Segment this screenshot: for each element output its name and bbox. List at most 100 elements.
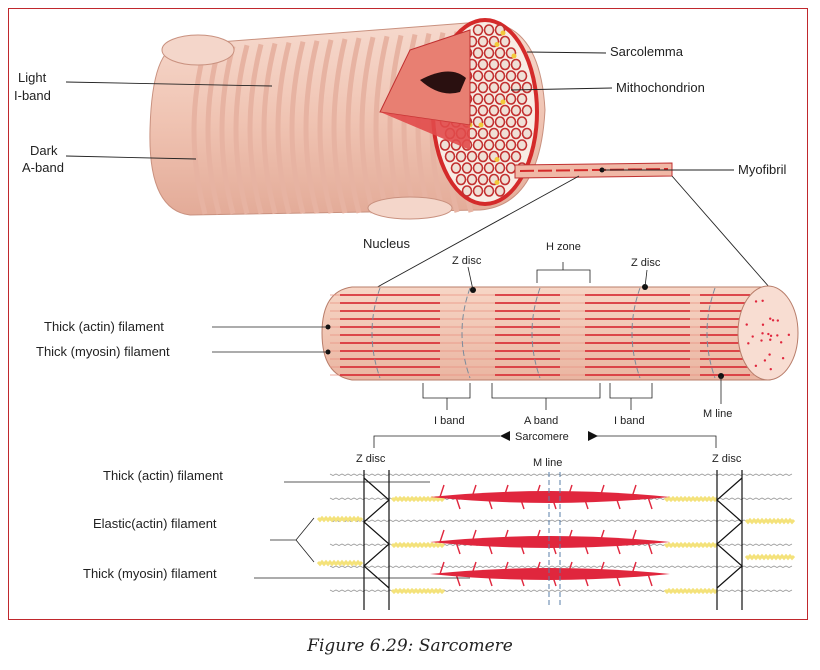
label-bottom-zdisc-left: Z disc [356, 453, 386, 465]
myofibril-cell [450, 162, 462, 174]
myosin-head [583, 541, 589, 555]
end-face-dot [747, 342, 750, 345]
zoom-line-right [671, 175, 771, 289]
label-i-band-right: I band [614, 415, 645, 427]
elastic-leader-fork [270, 517, 315, 563]
elastic-filament-samples [316, 515, 796, 567]
titin-filament [329, 473, 793, 476]
myofibril-cell [499, 81, 511, 94]
end-face-dot [776, 319, 780, 322]
myofibril-cell [510, 81, 522, 94]
myosin-head [439, 561, 445, 575]
mitochondrion-dot [494, 42, 500, 47]
myosin-head [583, 496, 589, 510]
myofibril-cell [472, 47, 484, 59]
myofibril-cell [483, 185, 495, 197]
myosin-head [551, 573, 557, 587]
myosin-head [439, 484, 445, 498]
sarcomere-span-left [373, 435, 500, 448]
myofibril-cell [510, 150, 522, 163]
myofibril-cell [505, 70, 517, 82]
myosin-head [487, 496, 493, 510]
label-mitochondrion: Mithochondrion [616, 80, 705, 95]
myofibril-cell [516, 116, 528, 128]
striation-band [331, 38, 348, 214]
myofibril-cell [499, 58, 511, 71]
sarcomere-arrow-left [500, 431, 510, 441]
myosin-head [647, 573, 653, 587]
myosin-head [535, 529, 541, 543]
myofibril-cell [483, 139, 495, 151]
end-face-dot [761, 332, 764, 335]
mitochondrion-dot [500, 30, 506, 36]
end-face-dot [760, 339, 763, 342]
figure-frame [8, 8, 808, 620]
leader-zdisc-l [467, 266, 474, 291]
striation-band [289, 41, 306, 214]
end-face-dot [761, 323, 765, 326]
myosin-head [567, 484, 573, 498]
label-aband: A-band [22, 160, 64, 175]
myofibril-band [519, 168, 669, 172]
myofibril-cell [472, 24, 484, 36]
myofibril-cell [510, 127, 522, 140]
muscle-fiber-bulge-bottom [367, 196, 453, 220]
myofibril-cell [455, 150, 467, 163]
myofibril-cell [521, 81, 533, 94]
myosin-head [535, 484, 541, 498]
elastic-sample [316, 559, 364, 567]
myosin-filament [430, 568, 670, 580]
myosin-head [519, 496, 525, 510]
label-bottom-m-line: M line [533, 457, 562, 469]
actin-filament-left [390, 495, 446, 503]
label-h-zone: H zone [546, 241, 581, 253]
myosin-head [567, 529, 573, 543]
label-nucleus: Nucleus [363, 236, 410, 251]
end-face-dot [763, 359, 767, 362]
myosin-head [647, 541, 653, 555]
myofibril-cell [499, 127, 511, 140]
myofibril-cell [505, 139, 517, 151]
z-disc-left-zigzag [363, 477, 390, 589]
myosin-head [551, 541, 557, 555]
h-zone-bracket [536, 262, 591, 283]
striation-band [261, 42, 278, 215]
label-mid-zdisc-right: Z disc [631, 257, 661, 269]
leader-zdisc-r [644, 269, 648, 288]
myofibril-cell [488, 58, 500, 71]
myosin-head [503, 484, 509, 498]
myofibril-cell [516, 70, 528, 82]
mitochondrion-dot [478, 122, 484, 128]
myofibril-cell [499, 150, 511, 163]
myosin-head [439, 529, 445, 543]
leader-mitochondrion [510, 87, 613, 91]
myofibril-cell [488, 104, 500, 117]
end-face-dot [754, 300, 758, 303]
m-line-curve [706, 287, 716, 379]
myosin-head [519, 541, 525, 555]
striation-band [247, 43, 264, 215]
filament-rows [329, 473, 793, 595]
striation-band [387, 34, 404, 214]
leader-iband [65, 81, 273, 87]
myofibril-cell [505, 162, 517, 174]
end-face-dot [769, 317, 772, 320]
end-face-dot [754, 364, 758, 368]
myofibril-cell [499, 104, 511, 117]
striation-band [303, 40, 320, 214]
mitochondrion-dot [494, 157, 500, 162]
myosin-head [519, 573, 525, 587]
myosin-head [583, 573, 589, 587]
myofibril-cell [472, 93, 484, 105]
myosin-head [455, 541, 461, 555]
label-bottom-elastic: Elastic(actin) filament [93, 516, 217, 531]
myofibril-cell [521, 127, 533, 140]
myofibril-cell [494, 70, 506, 82]
mitochondrion-dot [500, 99, 506, 105]
myofibril-cell [472, 185, 484, 197]
myofibril-cell [494, 185, 506, 197]
zoom-line-left [371, 175, 580, 291]
end-face-dot [769, 334, 773, 338]
myofibril-cell [483, 47, 495, 59]
titin-filament [329, 565, 793, 568]
